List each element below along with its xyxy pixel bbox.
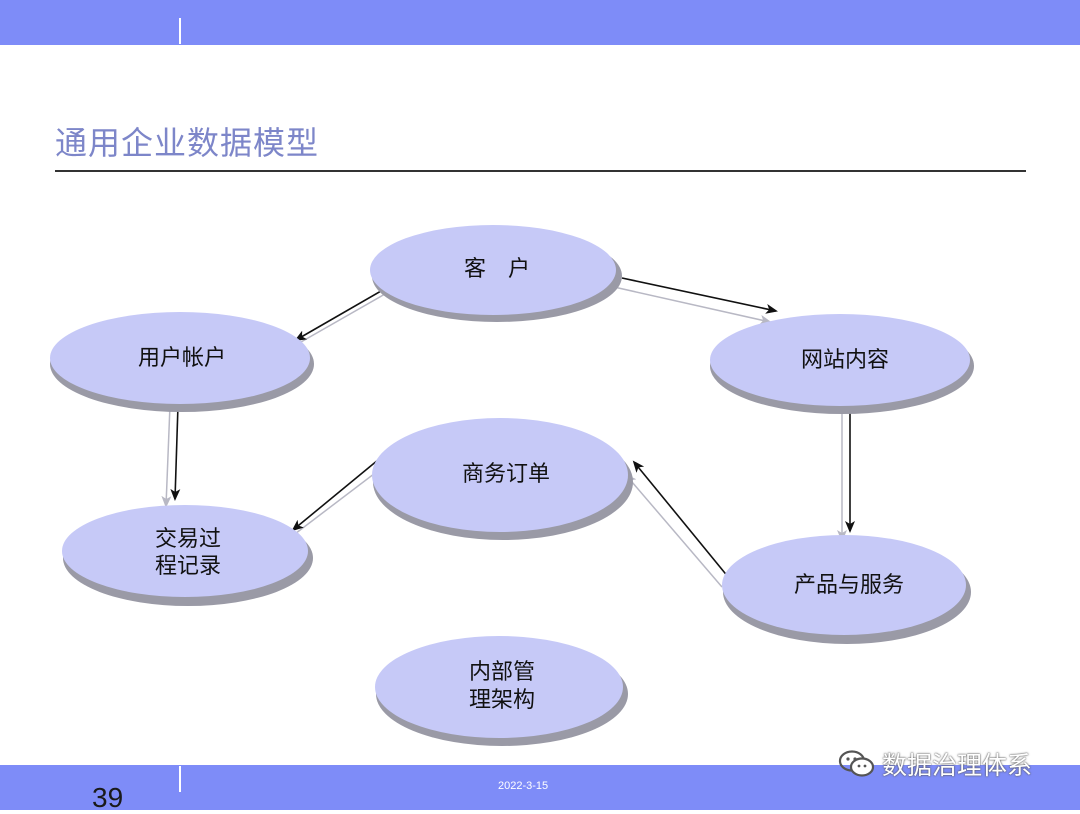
title-underline <box>55 170 1026 172</box>
node-internal-management: 内部管 理架构 <box>375 636 628 746</box>
node-user-account-label: 用户帐户 <box>138 346 226 371</box>
top-divider-tick <box>179 18 181 44</box>
node-transaction-label-line1: 交易过 <box>155 527 221 552</box>
node-user-account: 用户帐户 <box>50 312 314 412</box>
slide-date: 2022-3-15 <box>498 780 549 792</box>
watermark-text: 数据治理体系 <box>882 751 1033 780</box>
node-internal-label-line1: 内部管 <box>469 660 535 685</box>
watermark: 数据治理体系 <box>838 746 1032 782</box>
node-website-content-label: 网站内容 <box>801 348 889 373</box>
node-customer-label: 客 户 <box>464 257 530 282</box>
connector-customer-to-website-content <box>613 277 778 325</box>
slide-title: 通用企业数据模型 <box>55 124 320 162</box>
node-products-services: 产品与服务 <box>722 535 971 644</box>
node-business-order: 商务订单 <box>372 418 633 540</box>
node-transaction-records: 交易过 程记录 <box>62 505 313 606</box>
wechat-icon <box>838 749 876 779</box>
node-transaction-label-line2: 程记录 <box>155 554 221 579</box>
node-website-content: 网站内容 <box>710 314 974 414</box>
connector-website-to-products <box>837 410 855 542</box>
connector-user-account-to-transaction <box>161 404 181 508</box>
node-customer: 客 户 <box>370 225 622 322</box>
node-internal-label-line2: 理架构 <box>469 688 535 713</box>
node-products-services-label: 产品与服务 <box>794 573 904 598</box>
connector-order-to-transaction <box>285 459 384 542</box>
connector-products-to-order <box>624 460 730 588</box>
page-number: 39 <box>92 782 124 813</box>
connector-customer-to-user-account <box>285 286 393 351</box>
bottom-divider-tick <box>179 766 181 792</box>
node-business-order-label: 商务订单 <box>462 462 550 487</box>
